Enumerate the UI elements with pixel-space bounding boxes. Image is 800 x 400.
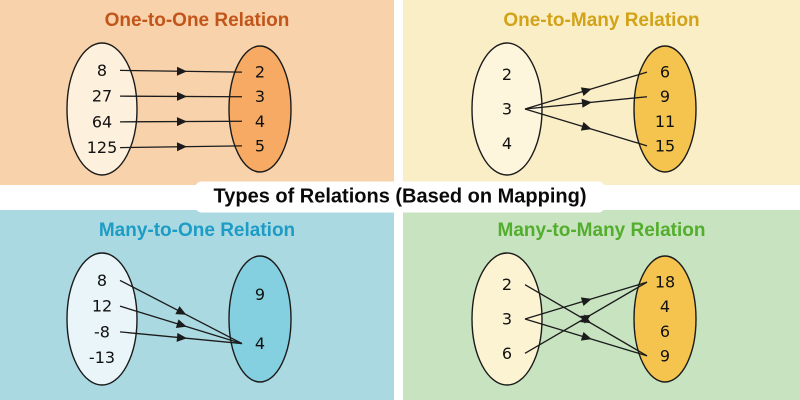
- arrowhead-icon: [581, 98, 592, 108]
- left-set-ellipse: [66, 252, 138, 386]
- right-set-ellipse: [228, 45, 292, 173]
- panel-many-to-many: Many-to-Many Relation 2 3 6 18 4 6 9: [403, 210, 800, 400]
- right-item-label: 15: [654, 136, 674, 155]
- arrowhead-icon: [176, 117, 187, 127]
- arrowhead-icon: [176, 91, 187, 101]
- left-item-label: 2: [501, 65, 511, 84]
- main-title: Types of Relations (Based on Mapping): [195, 181, 605, 213]
- left-set-ellipse: [470, 252, 543, 386]
- left-item-label: 8: [97, 61, 107, 80]
- left-item-label: -8: [94, 322, 110, 341]
- left-item-label: 3: [501, 310, 511, 329]
- left-item-label: 2: [501, 275, 511, 294]
- arrowhead-icon: [176, 332, 187, 342]
- arrowhead-icon: [579, 314, 591, 324]
- left-set-ellipse: [470, 42, 543, 176]
- arrowhead-icon: [176, 66, 187, 76]
- left-item-label: 12: [92, 297, 112, 316]
- right-item-label: 4: [659, 297, 669, 316]
- arrowhead-icon: [175, 319, 187, 328]
- right-item-label: 9: [255, 285, 265, 304]
- panel-one-to-one: One-to-One Relation 8 27 64 125 2 3 4 5: [0, 0, 394, 185]
- arrowhead-icon: [580, 121, 592, 131]
- right-set-ellipse: [632, 45, 697, 173]
- left-item-label: 27: [92, 87, 112, 106]
- mapping-diagram-many-to-one: 8 12 -8 -13 9 4: [66, 252, 292, 386]
- right-item-label: 5: [255, 136, 265, 155]
- arrowhead-icon: [580, 297, 592, 307]
- left-item-label: -13: [89, 348, 115, 367]
- panel-many-to-one: Many-to-One Relation 8 12 -8 -13 9 4: [0, 210, 394, 400]
- right-item-label: 4: [255, 334, 265, 353]
- right-item-label: 9: [659, 346, 669, 365]
- right-item-label: 6: [659, 322, 669, 341]
- left-item-label: 6: [501, 344, 511, 363]
- left-item-label: 64: [92, 112, 112, 131]
- right-item-label: 3: [255, 87, 265, 106]
- arrowhead-icon: [580, 87, 592, 97]
- right-item-label: 4: [255, 112, 265, 131]
- right-item-label: 2: [255, 63, 265, 82]
- panel-one-to-many: One-to-Many Relation 2 3 4 6 9 11 15: [403, 0, 800, 185]
- panel-title: Many-to-Many Relation: [497, 220, 706, 241]
- mapping-diagram-many-to-many: 2 3 6 18 4 6 9: [470, 252, 697, 386]
- right-item-label: 11: [654, 112, 674, 131]
- mapping-diagram-one-to-one: 8 27 64 125 2 3 4 5: [66, 42, 292, 176]
- left-item-label: 8: [97, 271, 107, 290]
- arrowhead-icon: [176, 142, 187, 152]
- arrowhead-icon: [175, 306, 187, 315]
- left-set-ellipse: [66, 42, 138, 176]
- right-item-label: 18: [654, 273, 674, 292]
- left-item-label: 125: [87, 138, 118, 157]
- panel-title: One-to-Many Relation: [503, 10, 700, 31]
- arrowhead-icon: [580, 331, 592, 341]
- right-set-ellipse: [632, 255, 697, 383]
- right-set-ellipse: [228, 255, 292, 383]
- right-item-label: 6: [659, 63, 669, 82]
- left-item-label: 3: [501, 100, 511, 119]
- right-item-label: 9: [659, 87, 669, 106]
- mapping-diagram-one-to-many: 2 3 4 6 9 11 15: [470, 42, 697, 176]
- left-item-label: 4: [501, 134, 511, 153]
- panel-title: One-to-One Relation: [104, 10, 290, 31]
- panel-title: Many-to-One Relation: [98, 220, 296, 241]
